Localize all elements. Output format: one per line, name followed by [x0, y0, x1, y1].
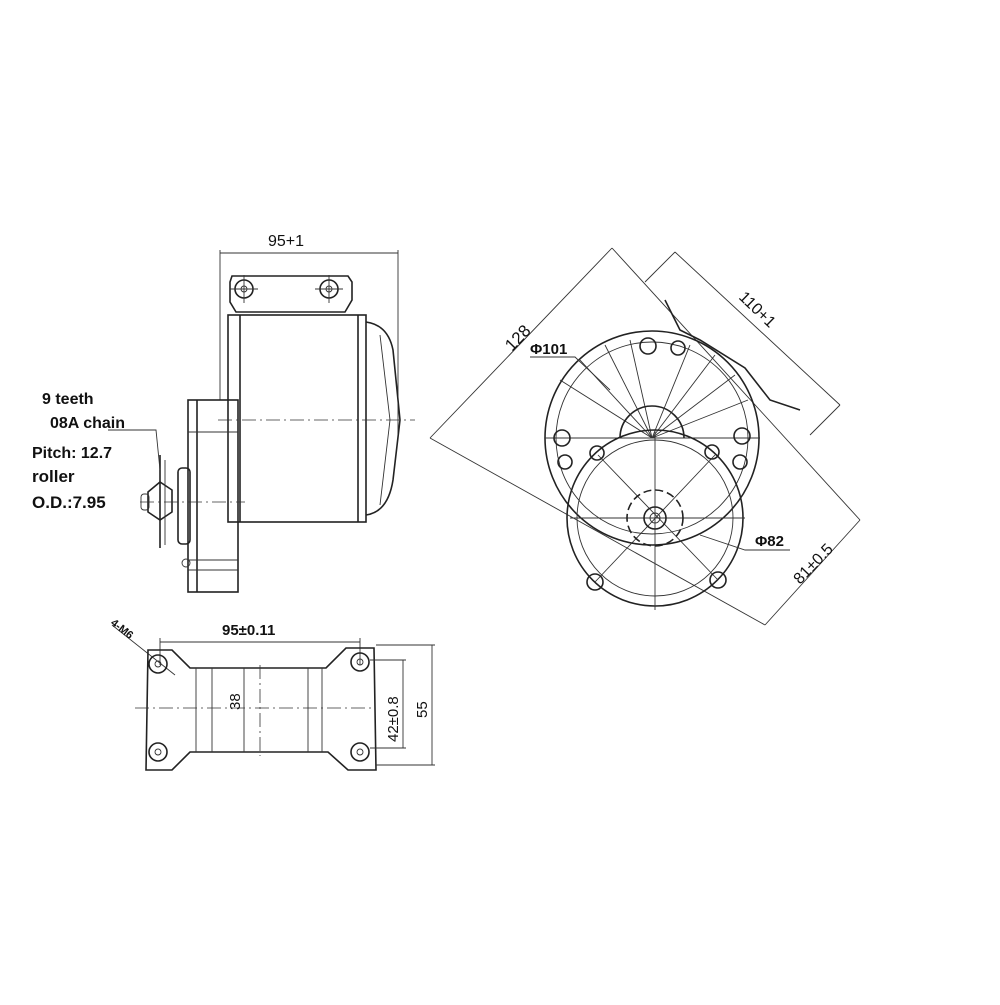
- dim-101-label: Φ101: [530, 341, 567, 358]
- note-teeth: 9 teeth: [42, 391, 94, 408]
- note-od: O.D.:7.95: [32, 493, 106, 512]
- note-chain: 08A chain: [50, 415, 125, 432]
- note-leader: [108, 429, 161, 471]
- dim-81-label: 81±0.5: [791, 541, 837, 588]
- dim-82-label: Φ82: [755, 533, 784, 550]
- front-view: 128 110+1 81±0.5: [429, 247, 861, 626]
- dim-55-label: 55: [414, 701, 431, 718]
- cooling-fins: [545, 339, 760, 439]
- dim-line-110: [674, 251, 841, 406]
- side-view: 95+1 9 teeth 08A chain: [32, 233, 415, 593]
- dim-95-bottom-label: 95±0.11: [222, 622, 275, 639]
- gearbox: [187, 399, 239, 593]
- bottom-holes: [148, 652, 370, 762]
- mount-holes: [553, 337, 751, 591]
- end-cap: [365, 321, 401, 516]
- dim-110-label: 110+1: [735, 289, 778, 332]
- dim-line-81: [764, 519, 861, 626]
- note-roller: roller: [32, 467, 75, 486]
- sprocket-hub: [177, 467, 191, 545]
- dim-38-label: 38: [227, 693, 244, 710]
- base-plate: [145, 647, 377, 771]
- dim-42-label: 42±0.8: [385, 696, 402, 742]
- bottom-view: 95±0.11 4-M6 38 42±0.8 55: [108, 617, 435, 771]
- sprocket-gear: [626, 489, 684, 547]
- dim-95-label: 95+1: [268, 233, 304, 250]
- motor-body: [227, 314, 367, 523]
- dim-line-128: [429, 247, 613, 439]
- holes-label: 4-M6: [108, 617, 135, 642]
- note-pitch: Pitch: 12.7: [32, 445, 112, 462]
